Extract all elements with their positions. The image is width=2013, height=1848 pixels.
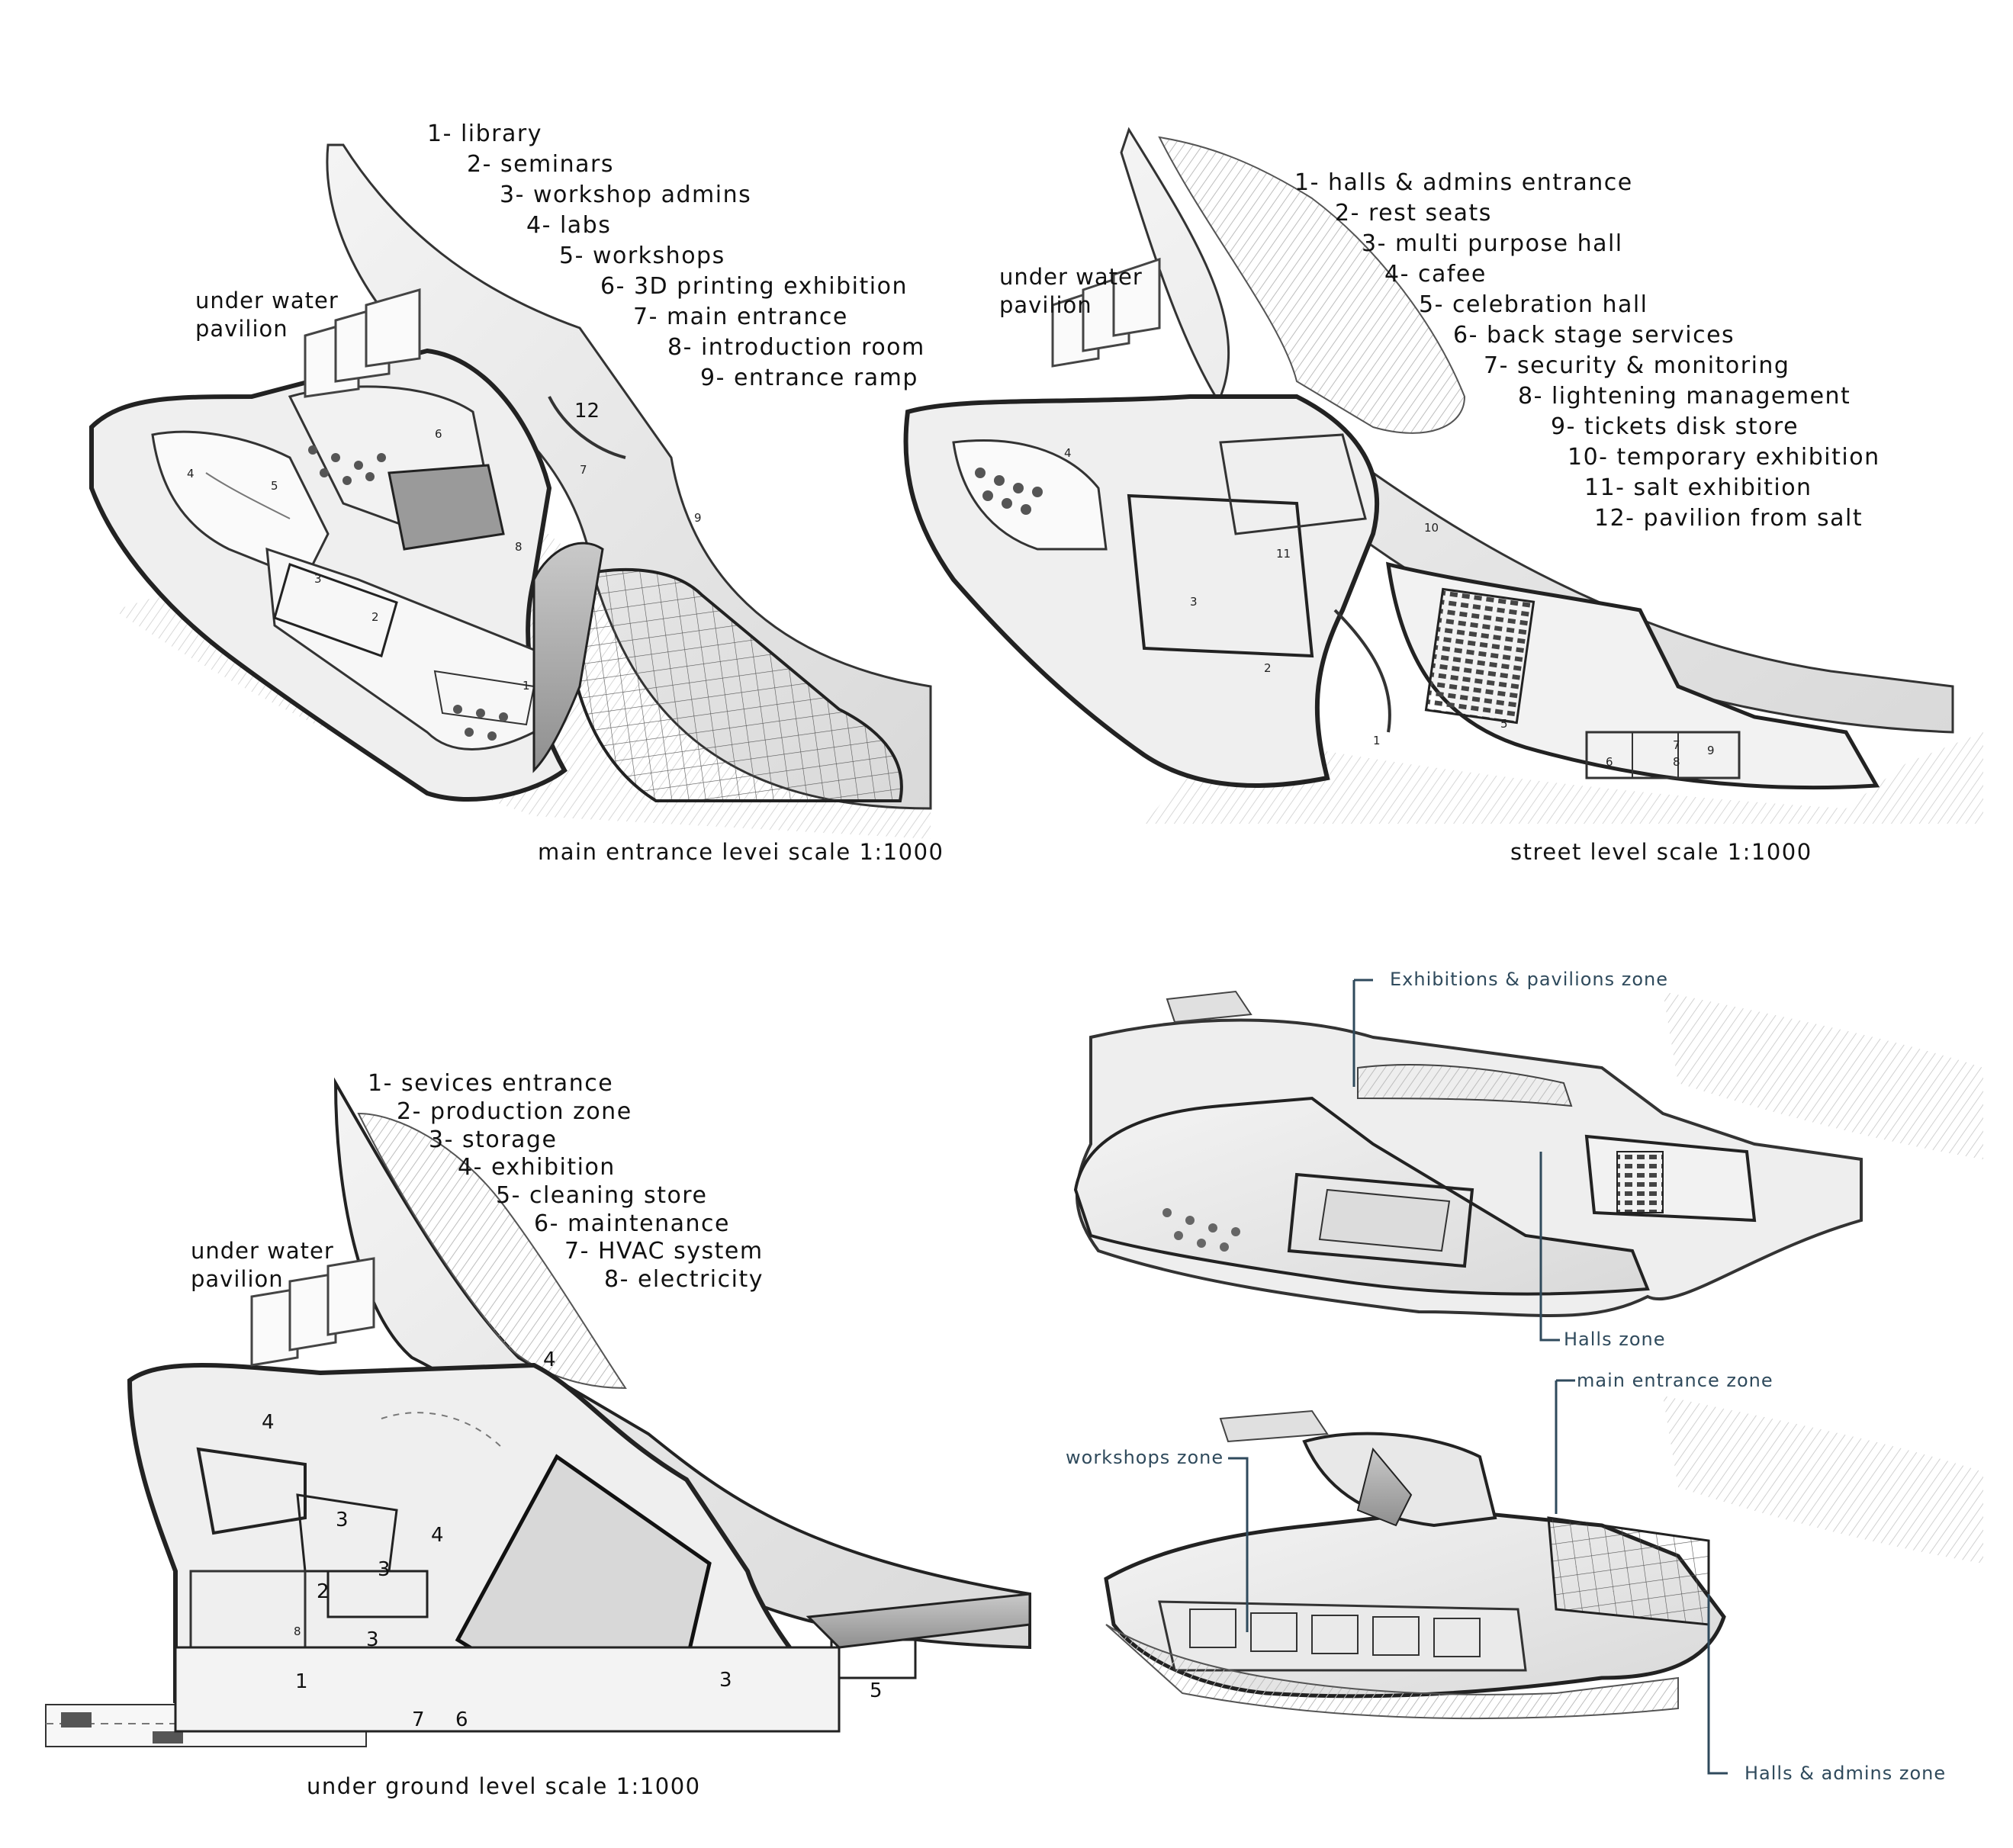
- room-number: 11: [1276, 547, 1291, 561]
- room-number: 3: [336, 1509, 349, 1531]
- room-number: 1: [295, 1670, 308, 1693]
- room-number: 4: [187, 467, 195, 480]
- pavilion-label-main: under water pavilion: [195, 288, 339, 342]
- room-number: 2: [371, 610, 379, 624]
- legend-item: 5- celebration hall: [1419, 291, 1648, 318]
- room-number: 4: [431, 1524, 444, 1547]
- zone-label-halls: Halls zone: [1564, 1329, 1666, 1350]
- room-number: 7: [580, 463, 587, 477]
- plan-street-level: [903, 127, 1983, 824]
- room-number: 6: [1606, 755, 1613, 769]
- room-number: 4: [262, 1411, 275, 1434]
- legend-item: 12- pavilion from salt: [1594, 505, 1863, 532]
- room-number: 8: [294, 1625, 301, 1638]
- legend-item: 8- lightening management: [1518, 383, 1851, 410]
- legend-item: 6- maintenance: [534, 1210, 730, 1237]
- axonometric-lower: [1104, 1396, 1983, 1720]
- room-number: 8: [515, 540, 523, 554]
- legend-item: 4- exhibition: [458, 1154, 616, 1181]
- legend-item: 2- seminars: [467, 151, 614, 178]
- room-number: 6: [435, 427, 442, 441]
- legend-item: 3- storage: [429, 1126, 558, 1153]
- legend-item: 4- cafee: [1384, 261, 1487, 288]
- pavilion-label-underground: under water pavilion: [191, 1238, 334, 1292]
- zone-label-halls-admins: Halls & admins zone: [1744, 1763, 1947, 1784]
- legend-item: 11- salt exhibition: [1584, 474, 1812, 501]
- legend-item: 5- cleaning store: [496, 1182, 708, 1209]
- legend-item: 4- labs: [526, 212, 612, 239]
- room-number: 1: [1373, 734, 1381, 747]
- room-number: 3: [378, 1558, 391, 1581]
- legend-item: 6- 3D printing exhibition: [600, 273, 908, 300]
- room-number: 8: [1673, 755, 1680, 769]
- legend-item: 9- tickets disk store: [1551, 413, 1799, 440]
- zone-label-exhibitions: Exhibitions & pavilions zone: [1390, 969, 1669, 990]
- caption-underground-level: under ground level scale 1:1000: [307, 1773, 701, 1799]
- room-number: 5: [1500, 717, 1508, 731]
- room-number: 9: [694, 511, 702, 525]
- room-number: 3: [314, 572, 322, 586]
- room-number: 3: [1190, 595, 1198, 609]
- legend-item: 1- halls & admins entrance: [1294, 169, 1633, 196]
- plan-main-entrance-level: [89, 143, 932, 839]
- legend-item: 9- entrance ramp: [700, 365, 918, 391]
- caption-main-entrance: main entrance levei scale 1:1000: [538, 839, 944, 865]
- plan-underground-level: [45, 1077, 1031, 1747]
- legend-item: 7- security & monitoring: [1484, 352, 1790, 379]
- axonometric-upper: [1073, 990, 1983, 1317]
- room-number: 3: [366, 1628, 379, 1651]
- legend-item: 1- sevices entrance: [368, 1070, 614, 1097]
- legend-item: 7- main entrance: [633, 304, 848, 330]
- legend-item: 2- production zone: [397, 1098, 632, 1125]
- legend-item: 10- temporary exhibition: [1568, 444, 1880, 471]
- caption-street-level: street level scale 1:1000: [1510, 839, 1812, 865]
- room-number: 2: [1264, 661, 1272, 675]
- room-number: 6: [455, 1708, 468, 1731]
- room-number: 7: [412, 1708, 425, 1731]
- room-number: 9: [1707, 744, 1715, 757]
- room-number: 4: [543, 1348, 556, 1371]
- legend-item: 6- back stage services: [1453, 322, 1735, 349]
- room-number: 5: [271, 479, 278, 493]
- legend-item: 3- workshop admins: [500, 182, 752, 208]
- room-number: 10: [1424, 521, 1439, 535]
- zone-leader-lines: [1228, 979, 1728, 1775]
- room-number: 3: [719, 1669, 732, 1692]
- legend-item: 5- workshops: [559, 243, 725, 269]
- legend-item: 8- electricity: [604, 1266, 764, 1293]
- zone-label-main-entrance: main entrance zone: [1577, 1370, 1773, 1391]
- room-number: 2: [317, 1580, 330, 1603]
- legend-item: 8- introduction room: [667, 334, 925, 361]
- legend-item: 1- library: [427, 121, 542, 147]
- room-number: 7: [1673, 738, 1680, 752]
- pavilion-label-street: under water pavilion: [999, 264, 1143, 318]
- legend-item: 3- multi purpose hall: [1362, 230, 1623, 257]
- room-number: 12: [574, 400, 600, 423]
- zone-label-workshops: workshops zone: [1066, 1447, 1224, 1468]
- room-number: 5: [870, 1679, 883, 1702]
- room-number: 1: [523, 679, 530, 693]
- legend-item: 2- rest seats: [1335, 200, 1492, 227]
- room-number: 4: [1064, 446, 1072, 460]
- legend-item: 7- HVAC system: [564, 1238, 764, 1265]
